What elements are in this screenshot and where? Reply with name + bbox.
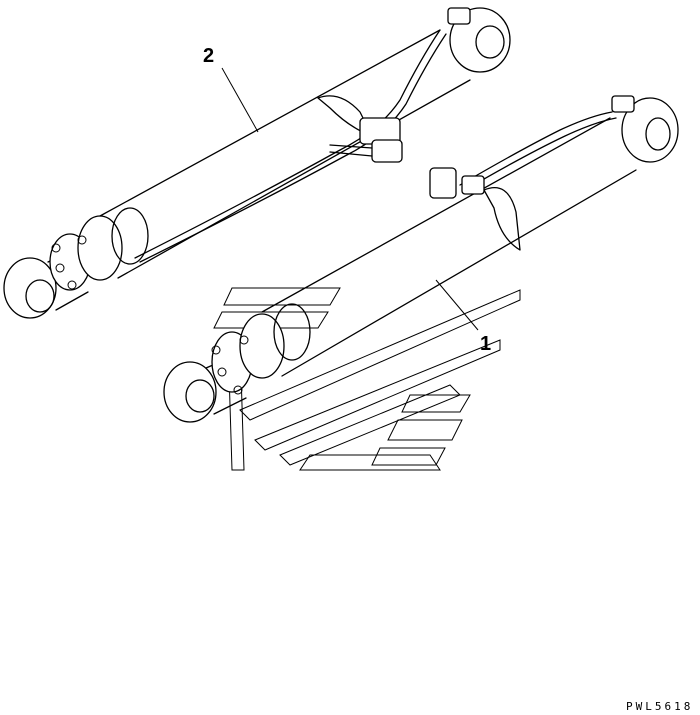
- bottom-eye: [621, 97, 679, 163]
- barrel: [261, 117, 637, 377]
- hose-line: [134, 29, 441, 259]
- rod-eye: [163, 361, 217, 423]
- callout-2: 2: [203, 45, 214, 67]
- hose-line: [459, 111, 613, 186]
- drawing-code: PWL5618: [626, 700, 693, 713]
- leader-line-2: [221, 67, 259, 133]
- cylinder-2: [3, 7, 511, 319]
- leader-line-1: [435, 279, 479, 331]
- cylinder-1: [163, 95, 679, 423]
- barrel: [99, 29, 471, 279]
- rod-eye: [3, 257, 57, 319]
- valve-block: [429, 167, 457, 199]
- callout-1: 1: [480, 333, 491, 355]
